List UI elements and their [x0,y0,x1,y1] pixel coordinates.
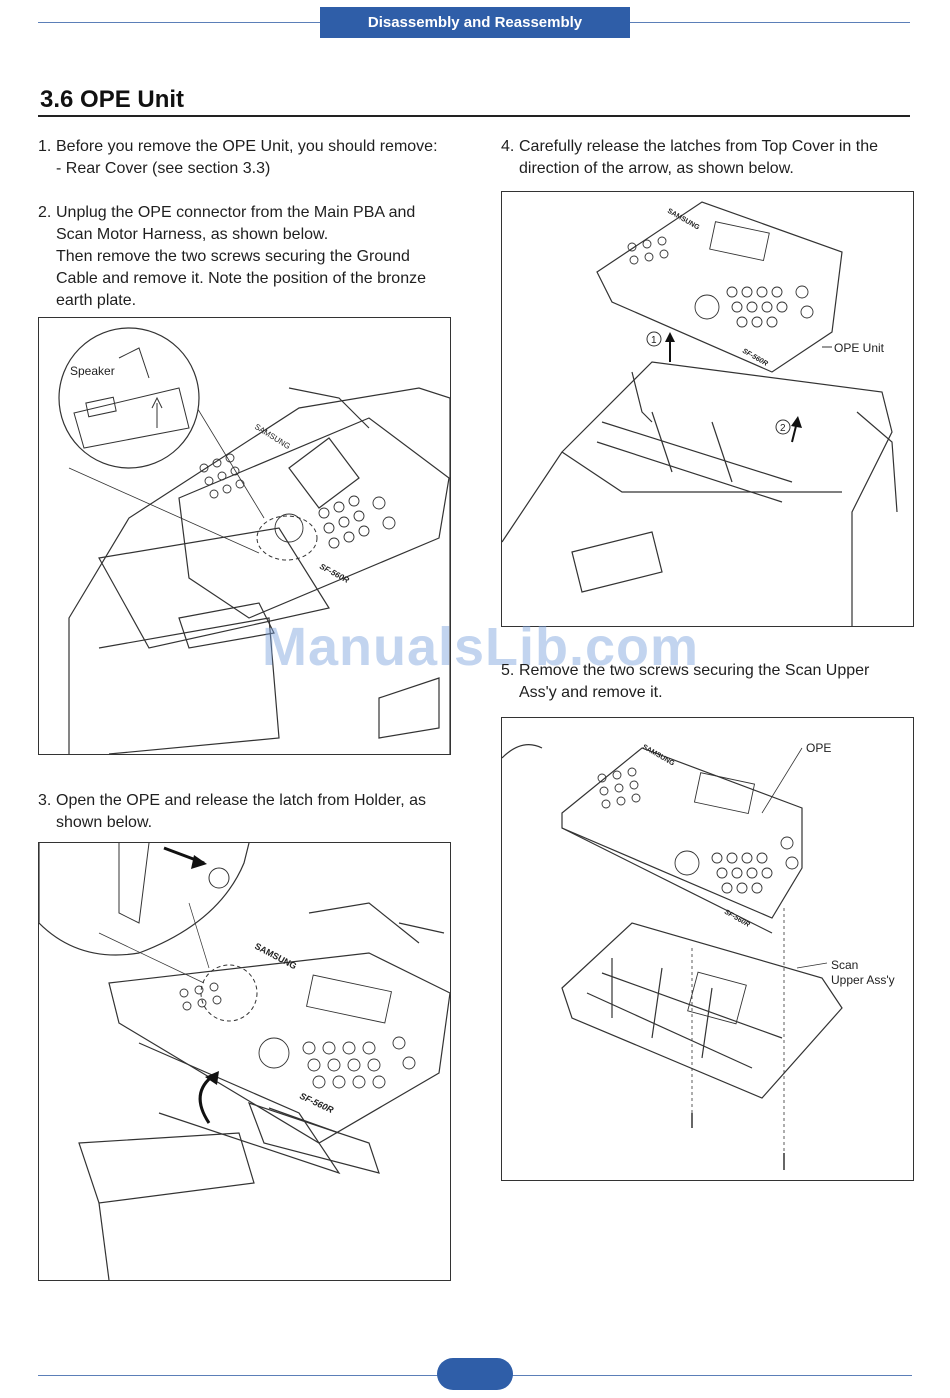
step-3: 3. Open the OPE and release the latch fr… [38,790,478,834]
step-number: 2. [38,204,52,221]
printer-illustration: Speaker SAMSUNG SF-560R [58,327,450,754]
step-1: 1. Before you remove the OPE Unit, you s… [38,136,478,180]
step-5: 5. Remove the two screws securing the Sc… [501,660,913,704]
step-line: Remove the two screws securing the Scan … [519,662,870,679]
header-rule-left [38,22,320,23]
step-line: Cable and remove it. Note the position o… [56,270,426,287]
step-line: Before you remove the OPE Unit, you shou… [56,138,438,155]
step-line: Scan Motor Harness, as shown below. [56,226,329,243]
callout-speaker: Speaker [70,364,115,378]
model-label: SF-560R [298,1091,335,1115]
step-4: 4. Carefully release the latches from To… [501,136,913,180]
step-number: 3. [38,792,52,809]
step-line: Open the OPE and release the latch from … [56,792,426,809]
step-number: 5. [501,662,515,679]
step-line: direction of the arrow, as shown below. [519,160,794,177]
figure-top-cover-latches: 1 2 OPE Unit SAMSUNG SF-560R [501,191,914,627]
watermark: ManualsLib.com [262,617,700,677]
callout-scan-line1: Scan [831,958,858,972]
footer-rule-left [38,1375,438,1376]
page-title: 3.6 OPE Unit [40,86,185,113]
section-tab: Disassembly and Reassembly [320,7,630,38]
brand-label: SAMSUNG [641,744,676,768]
top-cover-illustration: 1 2 OPE Unit SAMSUNG SF-560R [502,201,898,626]
brand-label: SAMSUNG [253,422,292,451]
page-number-badge [437,1358,513,1390]
callout-ope: OPE [806,741,831,755]
callout-ope-unit: OPE Unit [834,341,885,355]
step-line: Ass'y and remove it. [519,684,663,701]
step-number: 4. [501,138,515,155]
step-line: shown below. [56,814,153,831]
figure-scan-upper-assy: OPE Scan Upper Ass'y SAMSUNG SF-560R [501,717,914,1181]
step-line: Carefully release the latches from Top C… [519,138,878,155]
brand-label: SAMSUNG [253,941,298,971]
step-2: 2. Unplug the OPE connector from the Mai… [38,202,478,312]
marker-2: 2 [780,423,786,434]
step-line: earth plate. [56,292,137,309]
callout-scan-line2: Upper Ass'y [831,973,895,987]
footer-rule-right [512,1375,912,1376]
title-rule [38,115,910,117]
figure-release-latch: SAMSUNG SF-560R [38,842,451,1281]
printer-open-illustration: SAMSUNG SF-560R [39,843,450,1280]
step-line: - Rear Cover (see section 3.3) [56,160,271,177]
step-line: Then remove the two screws securing the … [56,248,410,265]
marker-1: 1 [651,335,657,346]
header-rule-right [630,22,910,23]
step-number: 1. [38,138,52,155]
brand-label: SAMSUNG [666,208,701,232]
figure-ope-connector: Speaker SAMSUNG SF-560R [38,317,451,755]
scan-upper-illustration: OPE Scan Upper Ass'y SAMSUNG SF-560R [502,741,895,1170]
step-line: Unplug the OPE connector from the Main P… [56,204,416,221]
model-label: SF-560R [723,909,751,929]
